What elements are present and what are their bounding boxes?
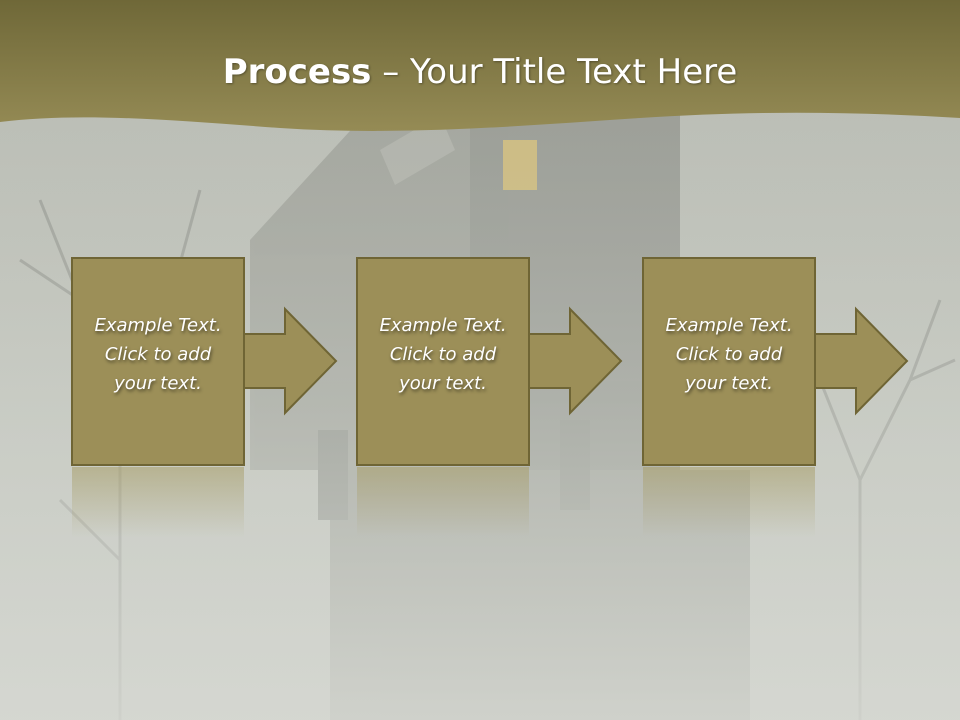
title-banner — [0, 0, 960, 131]
step-3-line-3: your text. — [685, 373, 773, 394]
title-bold: Process — [222, 52, 372, 92]
process-step-1[interactable] — [71, 257, 338, 537]
step-1-text[interactable]: Example Text. Click to add your text. — [72, 311, 244, 398]
step-2-line-1: Example Text. — [379, 315, 507, 336]
step-3-line-1: Example Text. — [665, 315, 793, 336]
step-1-line-1: Example Text. — [94, 315, 222, 336]
step-2-line-2: Click to add — [389, 344, 497, 365]
step-1-line-2: Click to add — [104, 344, 212, 365]
step-2-text[interactable]: Example Text. Click to add your text. — [357, 311, 529, 398]
title-rest: – Your Title Text Here — [371, 52, 738, 92]
step-3-line-2: Click to add — [675, 344, 783, 365]
step-1-line-3: your text. — [114, 373, 202, 394]
step-2-line-3: your text. — [399, 373, 487, 394]
process-step-3[interactable] — [642, 257, 909, 537]
slide-title[interactable]: Process – Your Title Text Here — [0, 52, 960, 92]
step-3-text[interactable]: Example Text. Click to add your text. — [643, 311, 815, 398]
process-step-2[interactable] — [356, 257, 623, 537]
